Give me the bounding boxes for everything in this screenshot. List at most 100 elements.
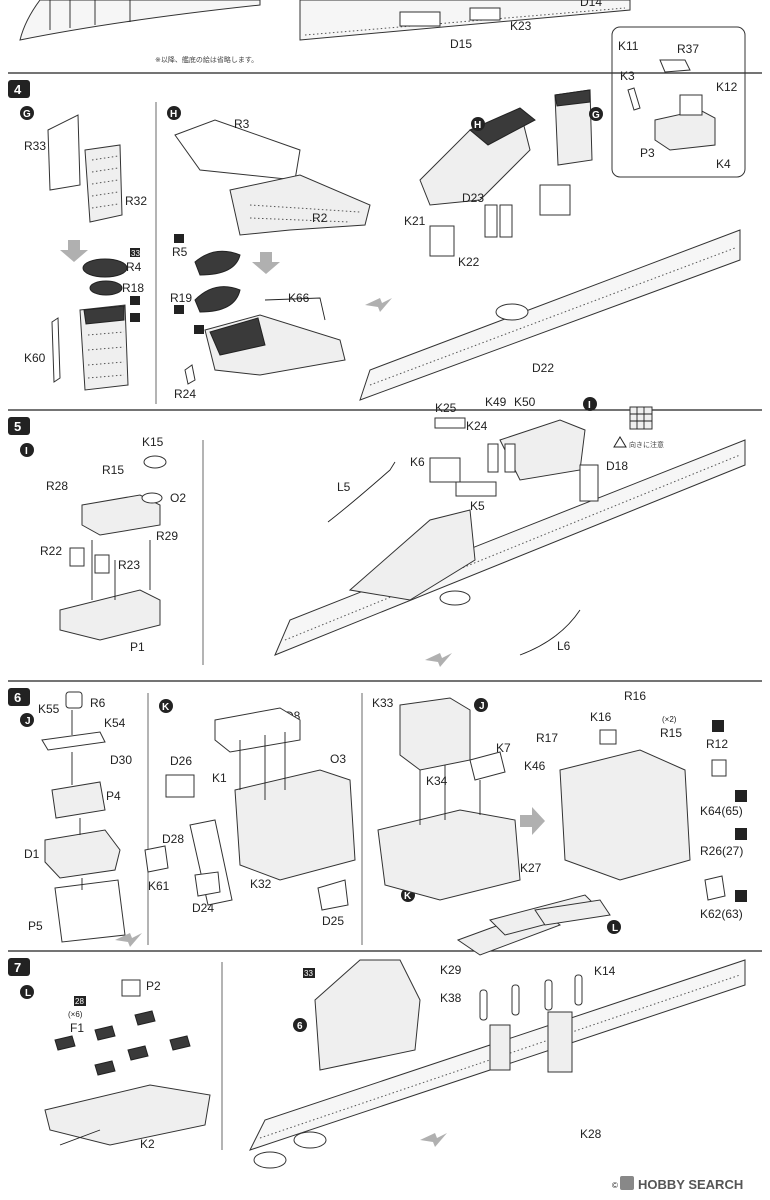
label-r26-27: R26(27) bbox=[700, 844, 743, 858]
subassembly-i-letter: I bbox=[588, 400, 591, 411]
label-p3: P3 bbox=[640, 146, 655, 160]
label-k50: K50 bbox=[514, 395, 536, 409]
funnel-h-top bbox=[469, 107, 536, 146]
part-f1-drawing bbox=[94, 1025, 116, 1041]
label-k25: K25 bbox=[435, 401, 457, 415]
subassembly-j-marker bbox=[20, 713, 34, 727]
part-d1-drawing bbox=[44, 829, 121, 879]
paint-badge bbox=[735, 828, 747, 840]
funnel-on-hull bbox=[348, 509, 476, 601]
part-k16-drawing bbox=[599, 729, 617, 745]
label-r3: R3 bbox=[234, 117, 250, 131]
subassembly-h-letter: H bbox=[170, 109, 177, 120]
label-k64-65: K64(65) bbox=[700, 804, 743, 818]
deck-part bbox=[469, 7, 501, 21]
label-k7: K7 bbox=[496, 741, 511, 755]
leader-lines bbox=[239, 732, 286, 800]
label-k22: K22 bbox=[458, 255, 480, 269]
subassembly-l-letter: L bbox=[25, 988, 31, 999]
label-d26: D26 bbox=[170, 754, 192, 768]
label-r32: R32 bbox=[125, 194, 147, 208]
label-k46: K46 bbox=[524, 759, 546, 773]
label-k61: K61 bbox=[148, 879, 170, 893]
part-l6-drawing bbox=[519, 609, 581, 656]
turret-drawing bbox=[534, 899, 611, 926]
label-r19: R19 bbox=[170, 291, 192, 305]
deck-part bbox=[539, 184, 571, 216]
label-k33: K33 bbox=[372, 696, 394, 710]
header-note: ※以降、艦底の絵は省略します。 bbox=[155, 55, 258, 64]
subassembly-k-marker bbox=[159, 699, 173, 713]
subassembly-k-letter: K bbox=[162, 702, 170, 713]
label-d28: D28 bbox=[162, 832, 184, 846]
label-r2: R2 bbox=[312, 211, 328, 225]
funnel-g-top bbox=[554, 89, 591, 107]
leader-lines bbox=[419, 765, 481, 825]
part-k7-drawing bbox=[469, 751, 506, 781]
watermark-text: HOBBY SEARCH bbox=[638, 1177, 743, 1192]
part-k3-drawing bbox=[627, 87, 641, 111]
turret-base bbox=[495, 303, 529, 321]
part-r33-drawing bbox=[47, 114, 81, 191]
subassembly-i-marker bbox=[583, 397, 597, 411]
quantity-x6: (×6) bbox=[68, 1010, 83, 1019]
label-r24: R24 bbox=[174, 387, 196, 401]
paint-badge bbox=[174, 305, 184, 314]
part-k50-drawing bbox=[504, 443, 516, 473]
deck-part bbox=[399, 11, 441, 27]
leader-lines bbox=[91, 540, 151, 600]
part-k29-drawing bbox=[479, 989, 488, 1021]
leader-lines bbox=[71, 710, 83, 890]
part-k62-drawing bbox=[704, 875, 726, 901]
label-l5: L5 bbox=[337, 480, 351, 494]
vent-detail bbox=[91, 155, 119, 209]
step-6: 6 J R6 K55 K54 D30 P4 D1 P5 K D8 D26 K1 … bbox=[8, 688, 747, 947]
label-d1: D1 bbox=[24, 847, 40, 861]
label-r12: R12 bbox=[706, 737, 728, 751]
part-r18-drawing bbox=[89, 280, 123, 296]
part-k25-drawing bbox=[434, 417, 466, 429]
paint-badge bbox=[712, 720, 724, 732]
label-r16: R16 bbox=[624, 689, 646, 703]
part-d23-drawing bbox=[499, 204, 513, 238]
gun-barrel bbox=[59, 1129, 101, 1146]
subassembly-g-marker bbox=[589, 107, 603, 121]
paint-badge bbox=[130, 313, 140, 322]
label-f1: F1 bbox=[70, 1021, 84, 1035]
label-k32: K32 bbox=[250, 877, 272, 891]
turret-base bbox=[439, 590, 471, 606]
subassembly-j-marker bbox=[474, 698, 488, 712]
funnel-cap bbox=[83, 305, 125, 325]
turret-base bbox=[293, 1131, 327, 1149]
part-l5-drawing bbox=[327, 461, 396, 523]
part-p4-drawing bbox=[51, 781, 106, 819]
step-number-badge bbox=[8, 688, 30, 706]
label-k14: K14 bbox=[594, 964, 616, 978]
label-k34: K34 bbox=[426, 774, 448, 788]
label-k3: K3 bbox=[620, 69, 635, 83]
subassembly-i-marker bbox=[20, 443, 34, 457]
funnel-assembled-drawing bbox=[79, 304, 129, 391]
subassembly-l-letter: L bbox=[612, 923, 618, 934]
part-k6-drawing bbox=[429, 457, 461, 483]
label-r18: R18 bbox=[122, 281, 144, 295]
label-k62-63: K62(63) bbox=[700, 907, 743, 921]
funnel-on-hull bbox=[489, 1024, 511, 1071]
step-4: 4 G R33 R32 33 R4 R18 K60 H R3 R2 R5 bbox=[8, 26, 746, 404]
paint-code: 33 bbox=[131, 249, 140, 258]
bridge-part bbox=[679, 94, 703, 116]
detail-inset-box bbox=[611, 26, 746, 178]
caution-icon bbox=[613, 436, 627, 448]
label-p5: P5 bbox=[28, 919, 43, 933]
step-number-badge bbox=[8, 80, 30, 98]
label-o3: O3 bbox=[330, 752, 346, 766]
part-f1-drawing bbox=[94, 1060, 116, 1076]
label-r33: R33 bbox=[24, 139, 46, 153]
label-k11: K11 bbox=[618, 39, 639, 53]
part-k14-drawing bbox=[574, 974, 583, 1006]
part-f1-drawing bbox=[54, 1035, 76, 1051]
label-d22: D22 bbox=[532, 361, 554, 375]
part-d25-drawing bbox=[317, 879, 349, 911]
bridge-tower-drawing bbox=[399, 697, 471, 771]
